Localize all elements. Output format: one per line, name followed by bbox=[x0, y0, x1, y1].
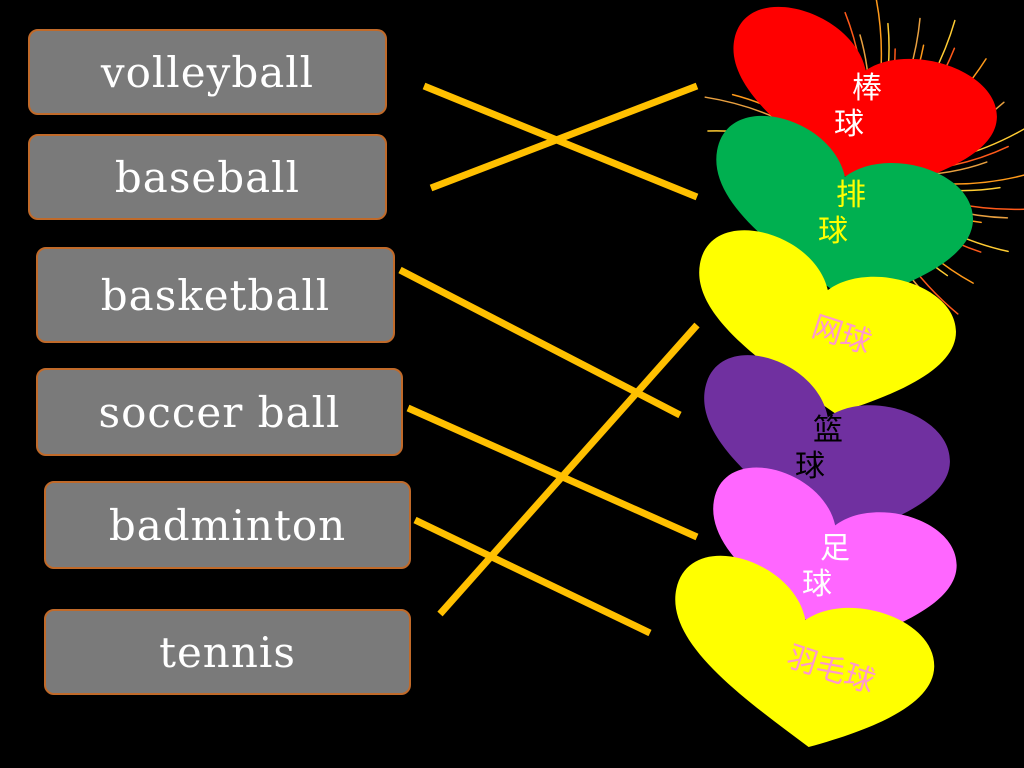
match-line-baseball bbox=[429, 82, 699, 192]
heart-label-baseball: 棒球 bbox=[834, 71, 882, 142]
heart-basketball[interactable]: 篮球 bbox=[680, 346, 964, 561]
word-label-soccer-ball: soccer ball bbox=[98, 387, 341, 437]
word-label-basketball: basketball bbox=[100, 270, 331, 320]
word-box-badminton[interactable]: badminton bbox=[44, 481, 411, 569]
word-label-tennis: tennis bbox=[159, 627, 296, 677]
heart-shape-badminton bbox=[675, 555, 935, 748]
word-box-basketball[interactable]: basketball bbox=[36, 247, 395, 343]
match-line-basketball bbox=[398, 266, 682, 419]
heart-shape-baseball bbox=[733, 6, 997, 195]
heart-label-volleyball: 排球 bbox=[818, 178, 866, 249]
heart-label-soccer: 足球 bbox=[802, 531, 850, 602]
word-box-tennis[interactable]: tennis bbox=[44, 609, 411, 695]
heart-shape-basketball bbox=[704, 355, 950, 541]
heart-shape-soccer bbox=[713, 467, 957, 646]
heart-soccer[interactable]: 足球 bbox=[693, 460, 968, 663]
heart-shape-volleyball bbox=[716, 115, 974, 304]
heart-shape-tennis bbox=[699, 230, 956, 414]
heart-baseball[interactable]: 棒球 bbox=[709, 0, 1011, 217]
word-box-soccer-ball[interactable]: soccer ball bbox=[36, 368, 403, 456]
word-label-baseball: baseball bbox=[114, 152, 301, 202]
heart-volleyball[interactable]: 排球 bbox=[695, 108, 985, 322]
heart-tennis[interactable]: 网球 bbox=[678, 223, 967, 432]
word-label-badminton: badminton bbox=[108, 500, 347, 550]
match-line-soccer bbox=[406, 404, 699, 541]
word-box-baseball[interactable]: baseball bbox=[28, 134, 387, 220]
word-label-volleyball: volleyball bbox=[100, 47, 315, 97]
heart-badminton[interactable]: 羽毛球 bbox=[650, 547, 949, 768]
match-line-badminton bbox=[413, 516, 652, 637]
match-line-tennis bbox=[437, 322, 700, 617]
word-box-volleyball[interactable]: volleyball bbox=[28, 29, 387, 115]
heart-label-basketball: 篮球 bbox=[795, 413, 843, 484]
